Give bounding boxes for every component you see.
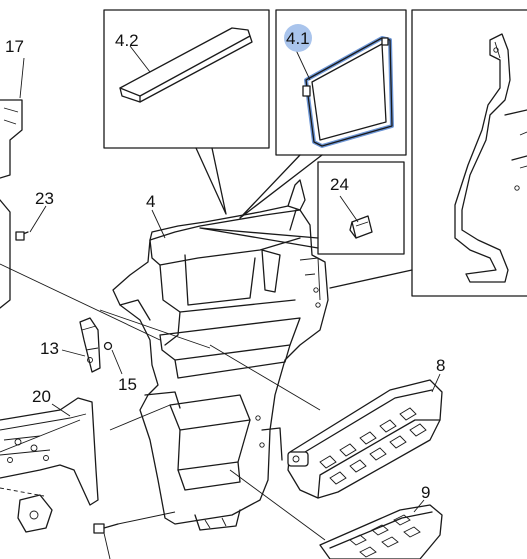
callout-labels: 17 23 4 4.2 4.1 24 13 15 20 8 9 (5, 24, 445, 502)
part-4-housing (112, 179, 329, 531)
part-15-screw (103, 341, 113, 351)
label-9: 9 (421, 483, 430, 502)
label-23: 23 (35, 189, 54, 208)
part-8-step (287, 379, 443, 499)
label-24: 24 (330, 175, 349, 194)
part-13-clip (79, 317, 101, 373)
bottom-screw (93, 523, 119, 534)
label-8: 8 (436, 356, 445, 375)
label-4-1: 4.1 (286, 29, 310, 48)
part-23-screw (15, 231, 29, 241)
label-4: 4 (146, 192, 155, 211)
inset-pointers (195, 147, 413, 289)
label-20: 20 (32, 387, 51, 406)
part-17-bracket (0, 99, 23, 309)
inset-4-1-box (275, 9, 407, 156)
inset-4-2-box (103, 9, 270, 149)
label-15: 15 (118, 375, 137, 394)
highlight-marker (284, 24, 312, 52)
leader-lines (0, 45, 441, 559)
part-20-frame (0, 397, 99, 533)
label-13: 13 (40, 339, 59, 358)
inset-right-box (411, 9, 527, 297)
label-4-2: 4.2 (115, 31, 139, 50)
part-9-step (319, 504, 443, 559)
label-17: 17 (5, 37, 24, 56)
inset-24-box (317, 161, 405, 255)
